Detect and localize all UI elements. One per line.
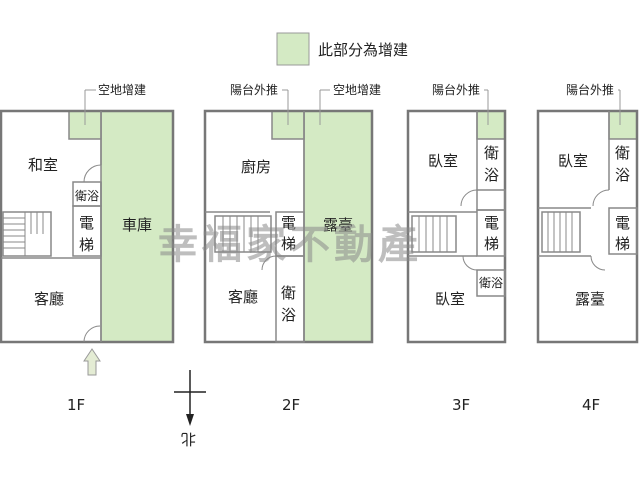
room-bath-4f-a: 衛 xyxy=(615,144,630,162)
annotation-2f-yard: 空地增建 xyxy=(333,83,381,97)
watermark-text: 幸福家不動產 xyxy=(158,222,422,268)
terrace-addition-2f xyxy=(303,110,373,343)
room-bedroom-3f-a: 臥室 xyxy=(428,152,458,170)
room-kitchen-2f: 廚房 xyxy=(241,158,271,176)
room-living-2f: 客廳 xyxy=(228,288,258,306)
stairs-4f xyxy=(541,211,581,253)
room-living-1f: 客廳 xyxy=(34,290,64,308)
room-terrace-2f: 露臺 xyxy=(323,216,353,234)
room-elevator-4f-a: 電 xyxy=(615,214,630,232)
annotation-2f-balcony: 陽台外推 xyxy=(230,82,278,97)
entrance-arrow-icon xyxy=(83,348,101,376)
room-bath-2f-a: 衛 xyxy=(281,284,296,302)
floor-4f: 臥室 衛 浴 電 梯 露臺 陽台外推 4F xyxy=(536,82,639,414)
stairs-1f xyxy=(2,211,52,257)
floor-3f: 臥室 衛 浴 電 梯 衛浴 臥室 陽台外推 3F xyxy=(406,82,507,414)
legend: 此部分為增建 xyxy=(276,32,408,66)
balcony-addition-4f xyxy=(608,110,638,140)
room-terrace-4f: 露臺 xyxy=(575,290,605,308)
room-elevator-4f-b: 梯 xyxy=(615,235,630,253)
room-elevator-2f-b: 梯 xyxy=(281,235,296,253)
room-bedroom-4f: 臥室 xyxy=(558,152,588,170)
room-bath-1f: 衛浴 xyxy=(75,189,99,203)
floor-label-1f: 1F xyxy=(67,396,85,414)
room-japanese-room-1f: 和室 xyxy=(28,156,58,174)
annotation-4f-balcony: 陽台外推 xyxy=(566,82,614,97)
room-elevator-3f-a: 電 xyxy=(484,214,499,232)
room-elevator-2f-a: 電 xyxy=(281,214,296,232)
stairs-2f xyxy=(214,215,272,253)
floor-label-2f: 2F xyxy=(282,396,300,414)
room-bedroom-3f-b: 臥室 xyxy=(435,290,465,308)
legend-swatch xyxy=(276,32,310,66)
floor-label-4f: 4F xyxy=(582,396,600,414)
room-bath-4f-b: 浴 xyxy=(615,166,630,184)
room-bath-3f-a: 衛 xyxy=(484,144,499,162)
room-bath-3f-b: 浴 xyxy=(484,166,499,184)
room-elevator-3f-b: 梯 xyxy=(484,235,499,253)
stairs-3f xyxy=(411,215,457,253)
room-bath-2f-b: 浴 xyxy=(281,306,296,324)
room-elevator-1f-b: 梯 xyxy=(79,236,94,254)
garage-area xyxy=(100,110,174,343)
room-bath-3f-small: 衛浴 xyxy=(479,276,503,290)
floor-1f: 和室 衛浴 電 梯 車庫 客廳 空地增建 1F xyxy=(0,83,175,414)
floor-label-3f: 3F xyxy=(452,396,470,414)
room-garage-1f: 車庫 xyxy=(122,216,152,234)
compass-icon: 北 xyxy=(174,370,206,448)
compass-label: 北 xyxy=(181,430,196,448)
room-elevator-1f-a: 電 xyxy=(79,214,94,232)
legend-text: 此部分為增建 xyxy=(318,41,408,59)
balcony-addition-3f xyxy=(476,110,506,140)
annotation-1f-yard: 空地增建 xyxy=(98,83,146,97)
annotation-3f-balcony: 陽台外推 xyxy=(432,82,480,97)
floor-2f: 廚房 電 梯 客廳 衛 浴 露臺 陽台外推 空地增建 2F xyxy=(203,82,381,414)
